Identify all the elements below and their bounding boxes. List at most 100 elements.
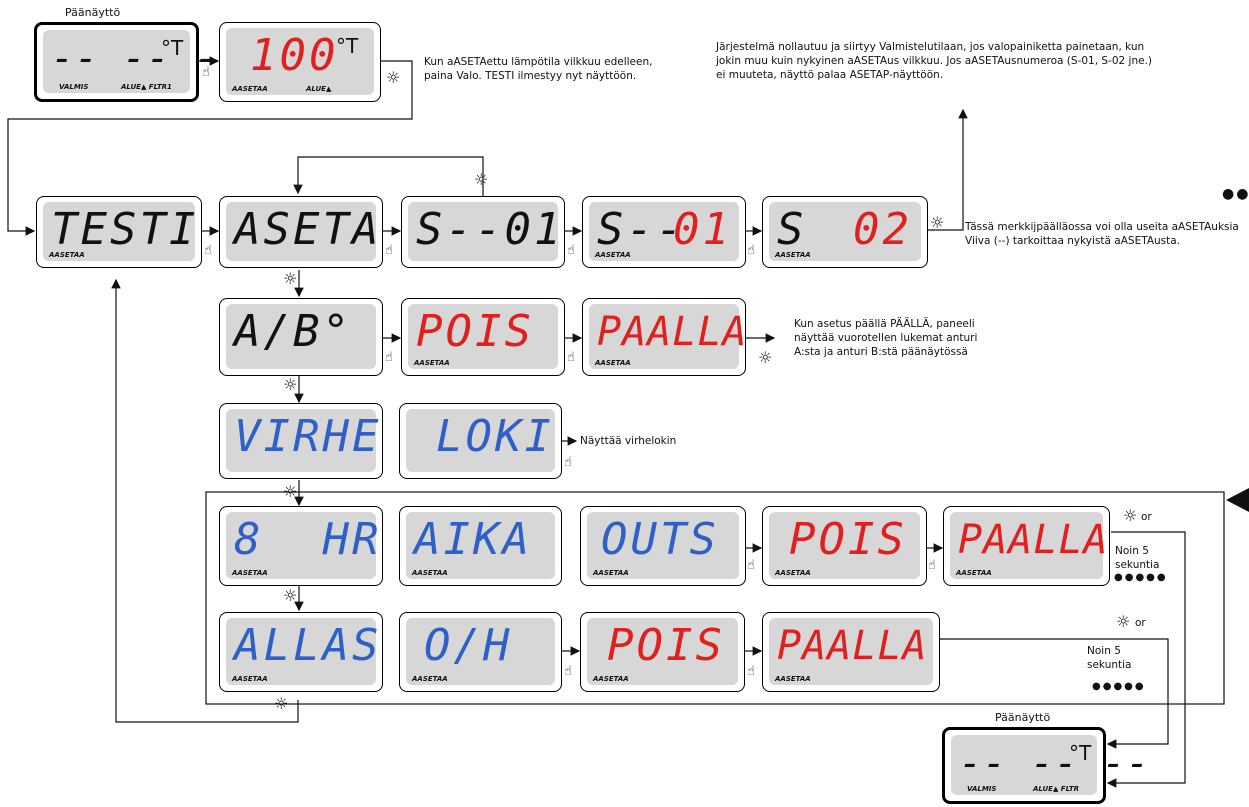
approx-note-2: Noin 5 sekuntia	[1087, 644, 1131, 672]
testi-display: TESTI AASETAA	[36, 196, 202, 268]
light-button-icon: ☼	[283, 269, 298, 288]
note-line: Kun asetus päällä PÄÄLLÄ, paneeli	[794, 318, 975, 330]
s01-edit-display: S-- 01 AASETAA	[582, 196, 746, 268]
lcd-text: ASETA	[234, 204, 382, 255]
press-hand-icon: ☝	[564, 664, 572, 679]
note-line: Noin 5	[1087, 645, 1121, 657]
allas-display: ALLAS AASETAA	[219, 612, 383, 692]
status-valmis: VALMIS	[59, 83, 89, 91]
status-aasetaa: AASETAA	[49, 251, 85, 259]
multi-setting-note: Tässä merkkijpäälläossa voi olla useita …	[965, 220, 1239, 248]
status-aasetaa: AASETAA	[775, 675, 811, 683]
press-hand-icon: ☝	[385, 243, 393, 258]
aika-display: AIKA AASETAA	[399, 506, 562, 586]
status-alue: ALUE▲ FLTR1	[121, 83, 172, 91]
paalla-display-1: PAALLA AASETAA	[582, 298, 748, 376]
status-aasetaa: AASETAA	[775, 251, 811, 259]
lcd-text: A/B°	[234, 306, 352, 357]
outs-display: OUTS AASETAA	[580, 506, 746, 586]
status-aasetaa: AASETAA	[956, 569, 992, 577]
temp-display: 100 °T AASETAA ALUE▲	[219, 22, 381, 102]
status-alue: ALUE▲ FLTR	[1033, 785, 1080, 793]
lcd-unit: °T	[1069, 741, 1092, 765]
light-button-icon: ☼	[274, 694, 289, 713]
note-line: A:sta ja anturi B:stä päänäytössä	[794, 346, 968, 358]
approx-note-1: Noin 5 sekuntia	[1115, 544, 1159, 572]
press-hand-icon: ☝	[747, 243, 755, 258]
aseta-display: ASETA	[219, 196, 383, 268]
status-aasetaa: AASETAA	[412, 569, 448, 577]
light-button-icon: ☼	[1116, 612, 1131, 631]
status-aasetaa: AASETAA	[232, 569, 268, 577]
press-hand-icon: ☝	[567, 350, 575, 365]
note-line: sekuntia	[1087, 659, 1132, 671]
lcd-value: 02	[853, 204, 912, 255]
note-line: Järjestelmä nollautuu ja siirtyy Valmist…	[716, 41, 1145, 53]
status-valmis: VALMIS	[967, 785, 997, 793]
lcd-text: 8 HR	[234, 514, 382, 565]
lcd-unit: °T	[161, 36, 184, 60]
countdown-dots: ●●●●●	[1114, 572, 1168, 583]
status-aasetaa: AASETAA	[232, 85, 268, 93]
lcd-text: POIS	[607, 620, 725, 671]
main-display-top: -- -- -- °T VALMIS ALUE▲ FLTR1	[34, 22, 241, 102]
light-button-icon: ☼	[283, 375, 298, 394]
light-button-icon: ☼	[930, 213, 945, 232]
lcd-text: VIRHE	[234, 411, 382, 462]
note-line: Noin 5	[1115, 545, 1149, 557]
main-display-title: Päänäyttö	[995, 711, 1051, 724]
lcd-text: PAALLA	[597, 309, 748, 355]
lcd-text: -- -- --	[959, 741, 1151, 785]
press-hand-icon: ☝	[567, 243, 575, 258]
s02-display: S 02 AASETAA	[762, 196, 928, 268]
lcd-prefix: S--	[597, 204, 686, 255]
lcd-text: 100	[250, 30, 339, 81]
status-aasetaa: AASETAA	[595, 359, 631, 367]
note-line: sekuntia	[1115, 559, 1160, 571]
lcd-text: LOKI	[436, 411, 554, 462]
temp-note: Kun aASETAettu lämpötila vilkkuu edellee…	[424, 55, 652, 83]
countdown-dots: ●●●●●	[1092, 681, 1146, 692]
press-hand-icon: ☝	[564, 455, 572, 470]
lcd-prefix: S	[777, 204, 807, 255]
status-aasetaa: AASETAA	[414, 359, 450, 367]
note-line: jokin muu kuin nykyinen aASETAus vilkkuu…	[716, 55, 1153, 67]
light-button-icon: ☼	[758, 348, 773, 367]
status-alue: ALUE▲	[306, 85, 332, 93]
virhe-display: VIRHE	[219, 403, 383, 479]
lcd-value: 01	[673, 204, 732, 255]
lcd-text: TESTI	[51, 204, 199, 255]
note-line: paina Valo. TESTI ilmestyy nyt näyttöön.	[424, 70, 637, 82]
note-line: näyttää vuorotellen lukemat anturi	[794, 332, 978, 344]
paalla-display-2: PAALLA AASETAA	[943, 506, 1110, 586]
status-aasetaa: AASETAA	[232, 675, 268, 683]
light-button-icon: ☼	[283, 482, 298, 501]
pois-display-3: POIS AASETAA	[580, 612, 745, 692]
lcd-text: S--01	[416, 204, 564, 255]
oh-display: O/H AASETAA	[399, 612, 562, 692]
paalla-display-3: PAALLA AASETAA	[762, 612, 940, 692]
light-button-icon: ☼	[1123, 506, 1138, 525]
error-log-note: Näyttää virhelokin	[580, 435, 677, 447]
press-hand-icon: ☝	[202, 65, 210, 80]
press-hand-icon: ☝	[747, 664, 755, 679]
pois-display-2: POIS AASETAA	[762, 506, 927, 586]
main-display-title: Päänäyttö	[65, 6, 121, 19]
or-label: or	[1141, 511, 1152, 523]
lcd-text: OUTS	[601, 514, 719, 565]
status-aasetaa: AASETAA	[595, 251, 631, 259]
lcd-text: POIS	[416, 306, 534, 357]
press-hand-icon: ☝	[204, 243, 212, 258]
lcd-unit: °T	[336, 34, 359, 58]
note-line: Kun aASETAettu lämpötila vilkkuu edellee…	[424, 56, 653, 68]
light-button-icon: ☼	[474, 170, 489, 189]
lcd-text: POIS	[789, 514, 907, 565]
note-line: ei muuteta, näyttö palaa ASETAP-näyttöön…	[716, 69, 944, 81]
continuation-dots: ●●●	[1222, 186, 1249, 202]
status-aasetaa: AASETAA	[775, 569, 811, 577]
pois-display-1: POIS AASETAA	[401, 298, 565, 376]
hr-display: 8 HR AASETAA	[219, 506, 383, 586]
status-aasetaa: AASETAA	[412, 675, 448, 683]
lcd-text: ALLAS	[234, 620, 382, 671]
